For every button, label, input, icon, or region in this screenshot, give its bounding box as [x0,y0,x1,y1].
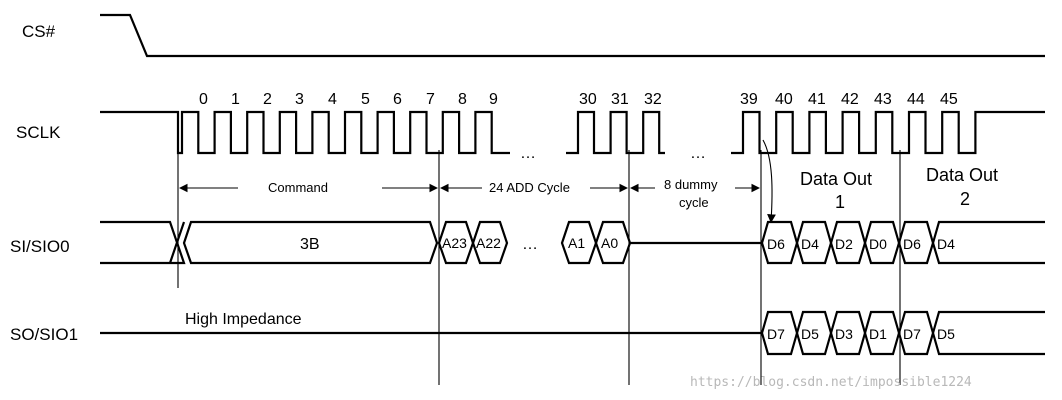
clock-number: 3 [295,91,304,108]
sclk-ellipsis-1: … [520,145,536,162]
so-label: SO/SIO1 [10,325,78,344]
address-phase-label: 24 ADD Cycle [489,180,570,195]
si-data-cell: D4 [801,236,819,252]
si-ellipsis: … [522,236,538,253]
so-data-cell: D5 [937,326,955,342]
clock-number-labels: 0 1 2 3 4 5 6 7 8 9 30 31 32 39 40 41 42… [199,91,958,108]
si-command-value: 3B [300,236,320,253]
clock-number: 4 [328,91,337,108]
clock-number: 0 [199,91,208,108]
si-data-cell: D2 [835,236,853,252]
si-data-cell: D6 [767,236,785,252]
si-label: SI/SIO0 [10,237,70,256]
command-phase-label: Command [268,180,328,195]
clock-number: 6 [393,91,402,108]
clock-number: 31 [611,91,629,108]
data-out-1-number: 1 [835,192,845,212]
clock-number: 30 [579,91,597,108]
clock-number: 42 [841,91,859,108]
so-data-cell: D7 [903,326,921,342]
si-cell-a23: A23 [442,235,467,251]
so-data-cell: D1 [869,326,887,342]
clock-number: 41 [808,91,826,108]
clock-number: 44 [907,91,925,108]
so-data-cell: D3 [835,326,853,342]
si-waveform [100,220,1045,265]
sclk-ellipsis-2: … [690,145,706,162]
cs-waveform [100,13,1045,58]
si-data-cell: D4 [937,236,955,252]
si-cell-a22: A22 [476,235,501,251]
clock-number: 43 [874,91,892,108]
data-out-2-number: 2 [960,189,970,209]
clock-number: 40 [775,91,793,108]
clock-number: 9 [489,91,498,108]
watermark: https://blog.csdn.net/impossible1224 [690,375,972,390]
si-data-cell: D0 [869,236,887,252]
clock-number: 39 [740,91,758,108]
so-waveform [100,310,1045,356]
clock-number: 45 [940,91,958,108]
si-cell-a1: A1 [568,235,585,251]
clock-number: 7 [426,91,435,108]
si-cell-a0: A0 [601,235,618,251]
cs-label: CS# [22,22,56,41]
high-impedance-label: High Impedance [185,311,302,328]
clock-number: 2 [263,91,272,108]
clock-number: 1 [231,91,240,108]
si-data-cell: D6 [903,236,921,252]
clock-number: 32 [644,91,662,108]
so-data-cell: D5 [801,326,819,342]
clock-to-data-arrow [762,139,776,224]
sclk-label: SCLK [16,123,61,142]
dummy-phase-label-2: cycle [679,195,709,210]
so-data-cell: D7 [767,326,785,342]
data-out-2-label: Data Out [926,165,998,185]
data-out-1-label: Data Out [800,169,872,189]
clock-number: 8 [458,91,467,108]
sclk-waveform [100,110,1045,155]
dummy-phase-label-1: 8 dummy [664,177,718,192]
clock-number: 5 [361,91,370,108]
